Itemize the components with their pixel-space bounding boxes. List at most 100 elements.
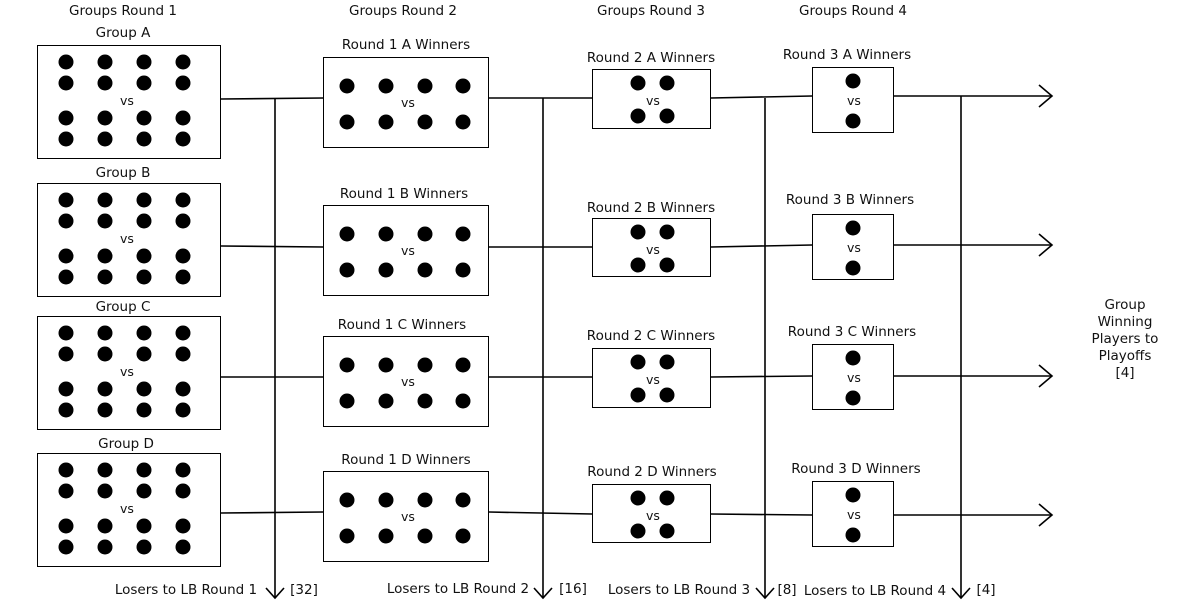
player-dot [136,381,152,397]
connector-r3-r4 [710,244,813,248]
connector-r1-r2 [220,97,324,100]
player-dot [136,402,152,418]
vs-label: vs [646,242,660,257]
player-dot [175,248,191,264]
player-dot [58,75,74,91]
player-dot [175,192,191,208]
group-d-label: Group D [98,436,154,452]
round-header-4: Groups Round 4 [798,3,908,19]
player-dot [97,483,113,499]
player-dot [97,131,113,147]
vs-label: vs [646,508,660,523]
player-dot [630,257,646,273]
player-dot [58,402,74,418]
player-dot [630,224,646,240]
player-dot [455,393,471,409]
losers-arrow-3 [755,587,775,600]
player-dot [659,387,675,403]
player-dot [378,226,394,242]
player-dot [97,75,113,91]
player-dot [136,518,152,534]
player-dot [417,114,433,130]
playoffs-label: Group Winning Players to Playoffs [4] [1088,297,1163,382]
losers-lb-round-3-label: Losers to LB Round 3 [607,582,751,598]
round3-c-winners-box: vs [812,344,894,410]
player-dot [97,381,113,397]
playoffs-arrow [1038,233,1054,257]
round1-d-winners-box: vs [323,471,489,562]
player-dot [175,402,191,418]
vs-label: vs [401,243,415,258]
player-dot [175,131,191,147]
player-dot [175,54,191,70]
player-dot [58,213,74,229]
player-dot [58,325,74,341]
player-dot [175,462,191,478]
connector-r2-r3 [488,511,593,515]
player-dot [630,75,646,91]
player-dot [136,192,152,208]
player-dot [455,78,471,94]
group-b-box: vs [37,183,221,297]
player-dot [97,346,113,362]
player-dot [136,54,152,70]
vs-label: vs [401,95,415,110]
player-dot [378,492,394,508]
player-dot [175,213,191,229]
player-dot [659,75,675,91]
player-dot [58,483,74,499]
round2-d-winners-box: vs [592,484,711,543]
playoffs-line-1: Group Winning [1097,297,1153,330]
player-dot [455,262,471,278]
player-dot [136,110,152,126]
playoffs-arrow [1038,84,1054,108]
player-dot [339,78,355,94]
player-dot [378,78,394,94]
group-b-label: Group B [95,165,151,181]
player-dot [97,213,113,229]
round2-d-winners-label: Round 2 D Winners [587,464,717,480]
round1-c-winners-box: vs [323,336,489,427]
round1-a-winners-box: vs [323,57,489,148]
player-dot [845,487,861,503]
player-dot [175,483,191,499]
player-dot [417,492,433,508]
round-header-3: Groups Round 3 [596,3,706,19]
connector-r3-r4 [710,513,813,516]
player-dot [378,262,394,278]
player-dot [845,527,861,543]
player-dot [58,518,74,534]
connector-r1-r2 [220,245,324,248]
round2-b-winners-label: Round 2 B Winners [586,200,716,216]
player-dot [97,54,113,70]
player-dot [339,528,355,544]
player-dot [630,354,646,370]
player-dot [58,346,74,362]
player-dot [58,539,74,555]
player-dot [659,523,675,539]
player-dot [339,492,355,508]
group-c-label: Group C [95,299,151,315]
player-dot [175,539,191,555]
round3-b-winners-label: Round 3 B Winners [785,192,915,208]
player-dot [136,269,152,285]
player-dot [136,213,152,229]
player-dot [455,114,471,130]
player-dot [417,393,433,409]
losers-lb-round-3-count: [8] [777,582,797,598]
round1-a-winners-label: Round 1 A Winners [341,37,471,53]
player-dot [136,346,152,362]
player-dot [136,483,152,499]
player-dot [58,381,74,397]
round-header-2: Groups Round 2 [348,3,458,19]
player-dot [659,490,675,506]
player-dot [175,346,191,362]
player-dot [339,357,355,373]
player-dot [136,75,152,91]
player-dot [136,462,152,478]
round2-a-winners-box: vs [592,69,711,129]
vs-label: vs [120,231,134,246]
player-dot [175,269,191,285]
group-a-label: Group A [95,25,151,41]
